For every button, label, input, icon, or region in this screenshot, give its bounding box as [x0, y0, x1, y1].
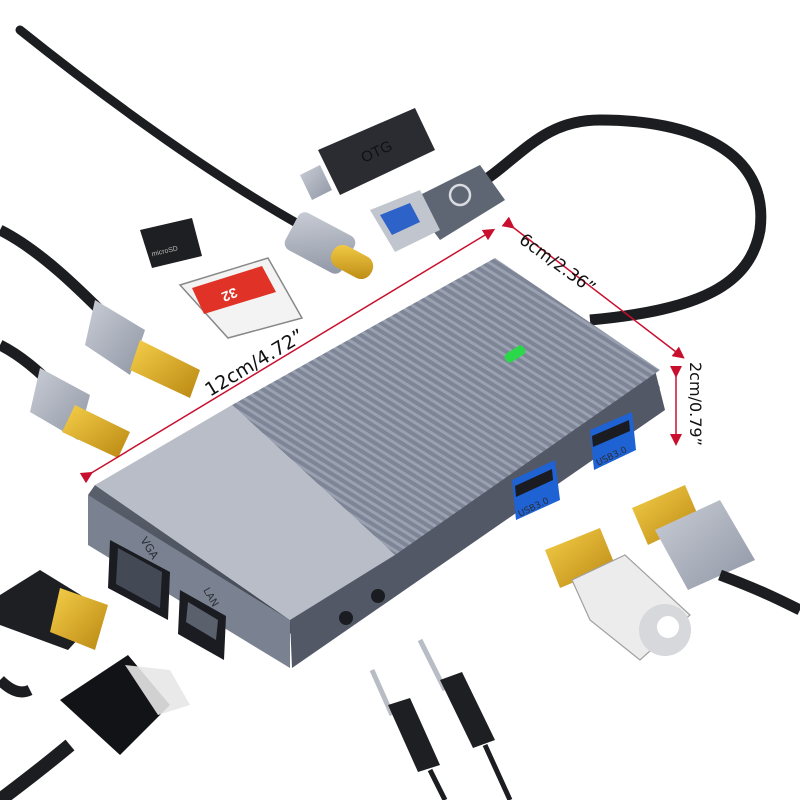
lan-port: LAN: [178, 586, 226, 660]
dimension-height: 2cm/0.79”: [670, 362, 705, 446]
usb-a-plug: [632, 485, 800, 615]
rj45-cable: [0, 655, 190, 800]
audio-cable-left: [369, 668, 448, 800]
audio-jack-right: [371, 589, 385, 603]
audio-cable-right: [417, 638, 513, 800]
microsd-card: microSD: [140, 218, 202, 268]
usb-flash-drive: [545, 528, 691, 661]
height-label: 2cm/0.79”: [686, 362, 705, 446]
usb-hub: VGA LAN USB3.0 USB3.0: [88, 258, 665, 668]
audio-jack-left: [339, 611, 353, 625]
vga-cable: [0, 570, 108, 698]
otg-adapter: OTG: [300, 108, 435, 200]
usb3-port-left: USB3.0: [512, 460, 560, 520]
sd-card: 32: [178, 257, 304, 339]
usb3-port-right: USB3.0: [590, 412, 636, 470]
